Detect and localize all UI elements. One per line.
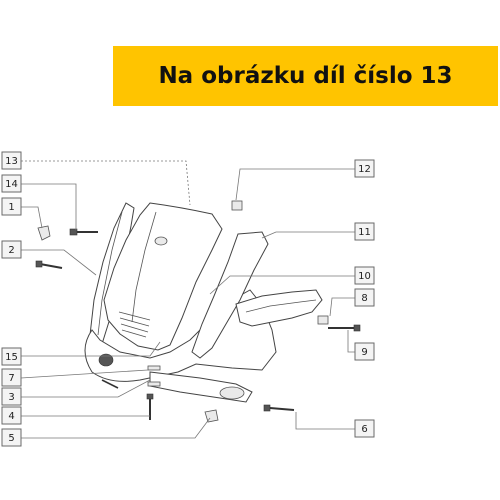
callout-8: 8 xyxy=(354,288,375,307)
callout-13: 13 xyxy=(1,151,22,170)
svg-text:13: 13 xyxy=(5,156,18,167)
callout-15: 15 xyxy=(1,347,22,366)
callout-4: 4 xyxy=(1,406,22,425)
shield-contour xyxy=(131,211,157,323)
front-shield xyxy=(103,202,223,351)
svg-text:11: 11 xyxy=(358,227,371,238)
svg-text:15: 15 xyxy=(5,352,18,363)
clip-1 xyxy=(37,225,51,241)
screw-14 xyxy=(69,228,98,236)
screw-9 xyxy=(328,324,361,332)
svg-text:1: 1 xyxy=(8,202,14,213)
clip-5 xyxy=(204,409,219,423)
callout-7: 7 xyxy=(1,368,22,387)
svg-text:12: 12 xyxy=(358,164,371,175)
svg-text:3: 3 xyxy=(8,392,14,403)
nut-3 xyxy=(147,381,161,387)
callout-6: 6 xyxy=(354,419,375,438)
svg-text:8: 8 xyxy=(361,293,367,304)
svg-text:5: 5 xyxy=(8,433,14,444)
callout-2: 2 xyxy=(1,240,22,259)
leader-lines xyxy=(20,160,355,439)
clip-12 xyxy=(231,200,243,211)
right-bracket xyxy=(235,289,323,327)
screw-6 xyxy=(263,404,295,412)
screw-2 xyxy=(35,260,63,269)
callout-5: 5 xyxy=(1,428,22,447)
svg-text:4: 4 xyxy=(8,411,14,422)
banner-title: Na obrázku díl číslo 13 xyxy=(158,63,453,89)
clip-8 xyxy=(317,315,329,325)
vent-slots xyxy=(118,311,151,338)
svg-text:2: 2 xyxy=(8,245,14,256)
svg-text:14: 14 xyxy=(5,179,18,190)
svg-text:10: 10 xyxy=(358,271,371,282)
lamp-hole xyxy=(98,353,114,367)
shield-hole xyxy=(154,236,168,246)
callout-3: 3 xyxy=(1,387,22,406)
callout-10: 10 xyxy=(354,266,375,285)
title-banner: Na obrázku díl číslo 13 xyxy=(113,46,498,106)
callout-9: 9 xyxy=(354,342,375,361)
callout-11: 11 xyxy=(354,222,375,241)
svg-text:7: 7 xyxy=(8,373,14,384)
tray-opening xyxy=(219,386,245,400)
callout-1: 1 xyxy=(1,197,22,216)
right-inner-panel xyxy=(191,231,269,359)
callout-12: 12 xyxy=(354,159,375,178)
washer-7 xyxy=(147,365,161,371)
svg-text:6: 6 xyxy=(361,424,367,435)
bracket-edge xyxy=(245,299,317,313)
bolt-15 xyxy=(101,379,119,389)
callout-14: 14 xyxy=(1,174,22,193)
left-panel-edge xyxy=(97,211,123,336)
svg-text:9: 9 xyxy=(361,347,367,358)
